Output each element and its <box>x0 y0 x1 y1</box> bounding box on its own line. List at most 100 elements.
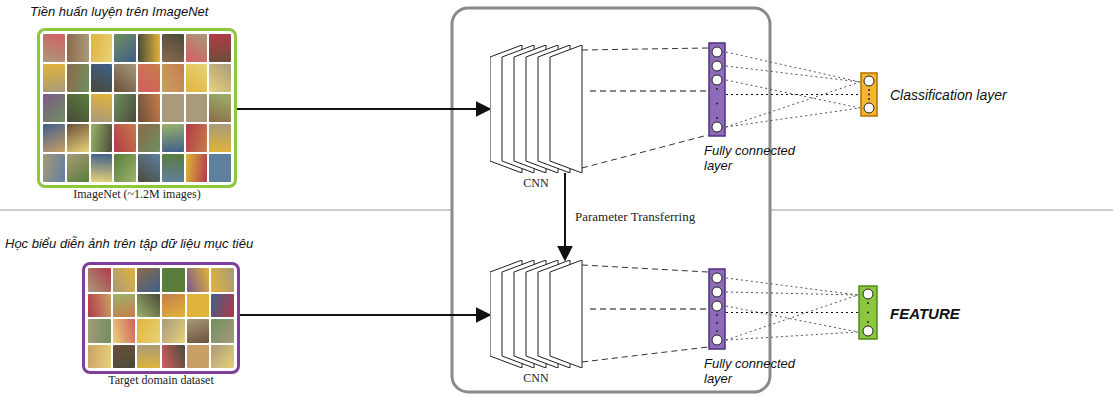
photo-tile <box>43 124 65 152</box>
connector <box>240 314 490 316</box>
photo-tile <box>43 64 65 92</box>
photo-tile <box>91 154 113 182</box>
photo-tile <box>91 124 113 152</box>
photo-tile <box>162 345 185 369</box>
photo-tile <box>186 94 208 122</box>
node-caption: Target domain dataset <box>108 373 214 388</box>
photo-tile <box>114 34 136 62</box>
photo-tile <box>91 64 113 92</box>
photo-tile <box>114 64 136 92</box>
photo-tile <box>162 154 184 182</box>
photo-tile <box>114 94 136 122</box>
photo-tile <box>43 34 65 62</box>
image-grid: Target domain dataset <box>82 262 240 374</box>
photo-tile <box>88 345 111 369</box>
photo-tile <box>43 154 65 182</box>
neuron-bar <box>860 72 878 117</box>
node-caption: Fully connected layer <box>704 143 812 173</box>
photo-tile <box>67 34 89 62</box>
photo-tile <box>88 294 111 318</box>
connector <box>726 94 860 95</box>
photo-tile <box>187 319 210 343</box>
photo-tile <box>186 64 208 92</box>
photo-tile <box>162 294 185 318</box>
cnn-planes <box>490 45 590 173</box>
photo-tile <box>67 94 89 122</box>
photo-tile <box>113 345 136 369</box>
photo-tile <box>137 268 160 292</box>
photo-tile <box>138 124 160 152</box>
photo-tile <box>209 34 231 62</box>
photo-tile <box>113 294 136 318</box>
image-grid: ImageNet (~1.2M images) <box>37 28 237 188</box>
photo-tile <box>113 268 136 292</box>
photo-tile <box>162 94 184 122</box>
photo-tile <box>138 34 160 62</box>
photo-tile <box>211 345 234 369</box>
node-caption: CNN <box>523 176 548 191</box>
photo-tile <box>187 294 210 318</box>
photo-tile <box>209 64 231 92</box>
neuron-bar <box>708 268 726 350</box>
photo-tile <box>209 94 231 122</box>
photo-tile <box>211 319 234 343</box>
photo-tile <box>114 154 136 182</box>
output-layer: Classification layer <box>860 72 878 117</box>
photo-tile <box>162 268 185 292</box>
photo-tile <box>67 64 89 92</box>
photo-tile <box>137 319 160 343</box>
photo-tile <box>162 124 184 152</box>
neuron-bar <box>708 42 726 137</box>
cnn-stack: CNN <box>490 260 590 368</box>
node-caption: FEATURE <box>890 304 960 321</box>
model-panel <box>452 8 770 392</box>
photo-tile <box>113 319 136 343</box>
connector <box>564 173 566 260</box>
photo-tile <box>67 154 89 182</box>
connector <box>726 312 858 313</box>
photo-tile <box>162 319 185 343</box>
photo-tile <box>43 94 65 122</box>
separator-line <box>0 210 452 211</box>
photo-tile <box>137 345 160 369</box>
connector <box>237 108 490 110</box>
photo-tile <box>162 34 184 62</box>
photo-tile <box>91 34 113 62</box>
photo-tile <box>211 294 234 318</box>
photo-tile <box>88 268 111 292</box>
photo-tile <box>186 34 208 62</box>
node-caption: Classification layer <box>890 87 1007 103</box>
photo-tile <box>211 268 234 292</box>
separator-line <box>770 210 1113 211</box>
neuron-bar <box>858 285 878 340</box>
photo-tile <box>187 268 210 292</box>
photo-tile <box>162 64 184 92</box>
photo-tile <box>114 124 136 152</box>
photo-tile <box>138 154 160 182</box>
photo-tile <box>138 64 160 92</box>
cnn-planes <box>490 260 590 368</box>
node-caption: Fully connected layer <box>704 356 812 386</box>
cnn-stack: CNN <box>490 45 590 173</box>
connector <box>590 309 708 310</box>
photo-tile <box>67 124 89 152</box>
fc-layer: Fully connected layer <box>708 268 726 350</box>
photo-tile <box>187 345 210 369</box>
photo-tile <box>137 294 160 318</box>
photo-tile <box>91 94 113 122</box>
node-caption: CNN <box>523 371 548 386</box>
photo-tile <box>186 154 208 182</box>
section-heading: Học biểu diễn ảnh trên tập dữ liệu mục t… <box>5 236 253 251</box>
fc-layer: Fully connected layer <box>708 42 726 137</box>
dashed-fan <box>582 48 708 362</box>
edge-label: Parameter Transferring <box>573 209 697 225</box>
photo-tile <box>209 124 231 152</box>
photo-tile <box>88 319 111 343</box>
output-layer: FEATURE <box>858 285 878 340</box>
photo-tile <box>186 124 208 152</box>
photo-tile <box>209 154 231 182</box>
dotted-fan <box>726 52 860 340</box>
photo-tile <box>138 94 160 122</box>
section-heading: Tiền huấn luyện trên ImageNet <box>30 4 208 19</box>
connector <box>590 91 708 92</box>
